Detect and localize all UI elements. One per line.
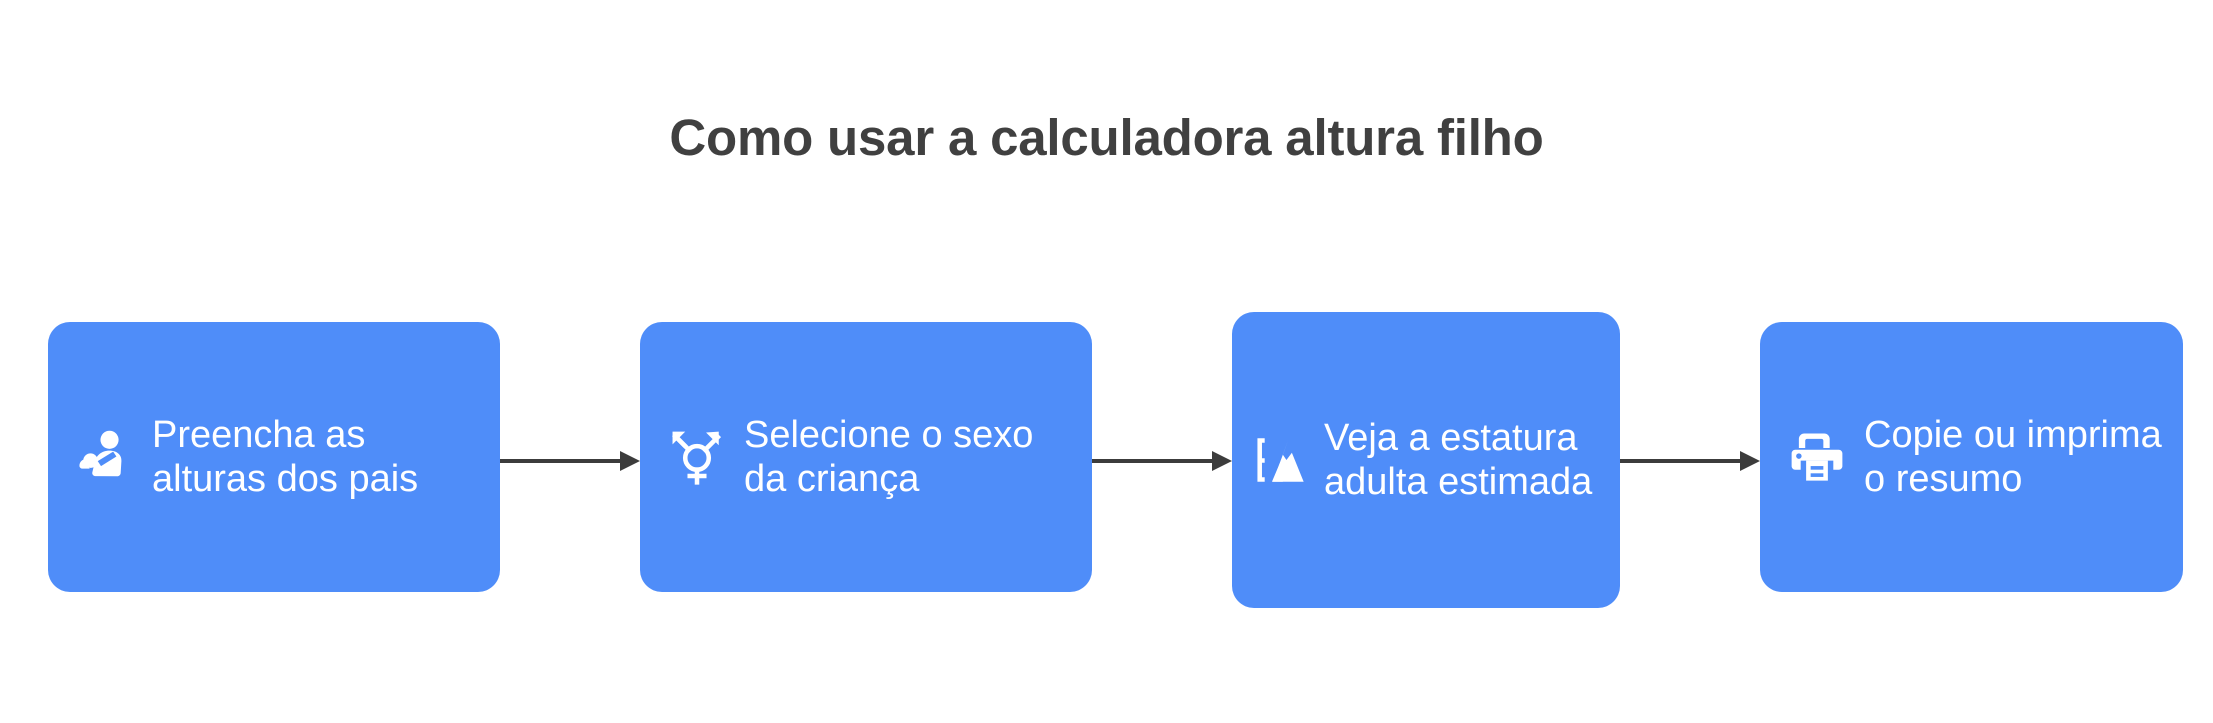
flow-step-2-label: Selecione o sexo da criança bbox=[744, 413, 1034, 500]
flow-step-3[interactable]: Veja a estatura adulta estimada bbox=[1232, 312, 1620, 608]
mountain-height-measure-icon bbox=[1250, 429, 1312, 491]
page-title: Como usar a calculadora altura filho bbox=[669, 109, 1544, 166]
parent-holding-baby-icon bbox=[74, 426, 136, 488]
flow-step-1[interactable]: Preencha as alturas dos pais bbox=[48, 322, 500, 592]
flow-connector-1-to-2 bbox=[500, 446, 640, 476]
flow-step-3-label: Veja a estatura adulta estimada bbox=[1324, 416, 1593, 503]
flow-connector-3-to-4 bbox=[1620, 446, 1760, 476]
transgender-gender-symbol-icon bbox=[666, 426, 728, 488]
flow-step-1-label: Preencha as alturas dos pais bbox=[152, 413, 419, 500]
printer-icon bbox=[1786, 426, 1848, 488]
flow-step-4-label: Copie ou imprima o resumo bbox=[1864, 413, 2162, 500]
flow-connector-2-to-3 bbox=[1092, 446, 1232, 476]
flow-step-2[interactable]: Selecione o sexo da criança bbox=[640, 322, 1092, 592]
flow-step-4[interactable]: Copie ou imprima o resumo bbox=[1760, 322, 2183, 592]
